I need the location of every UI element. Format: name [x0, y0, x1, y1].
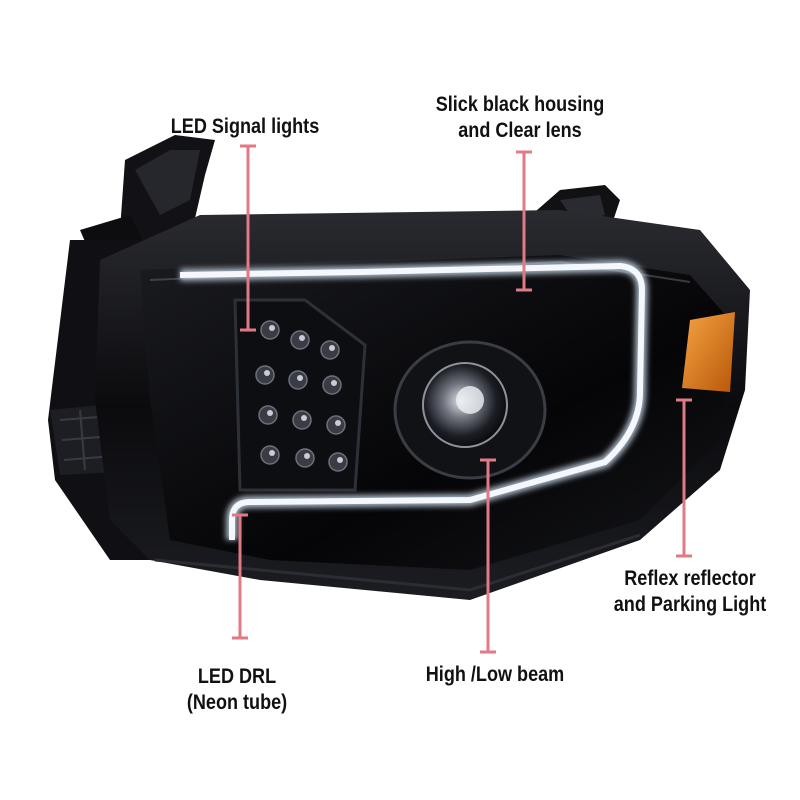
led-chip-highlight [299, 335, 305, 341]
callout-led-signal-lights: LED Signal lights [163, 114, 326, 140]
led-chip-highlight [297, 375, 303, 381]
callout-led-signal-lights-line1: LED Signal lights [170, 115, 320, 138]
led-chip-highlight [264, 370, 270, 376]
led-chip-highlight [301, 415, 307, 421]
led-chip-highlight [304, 453, 310, 459]
callout-reflex-reflector: Reflex reflector and Parking Light [604, 566, 776, 618]
led-chip-highlight [329, 345, 335, 351]
callout-leader-lines [232, 144, 692, 654]
callout-led-drl-line2: (Neon tube) [186, 691, 288, 714]
callout-high-low-beam-line1: High /Low beam [425, 663, 565, 686]
led-chip-highlight [267, 410, 273, 416]
callout-housing-lens: Slick black housing and Clear lens [425, 92, 614, 144]
led-dot-grid [255, 320, 348, 472]
callout-led-drl-line1: LED DRL [197, 665, 277, 688]
drl-neon-tube [179, 259, 649, 540]
callout-housing-lens-line1: Slick black housing [435, 93, 605, 116]
callout-housing-lens-line2: and Clear lens [458, 119, 582, 142]
led-chip-highlight [337, 457, 343, 463]
led-chip-highlight [331, 380, 337, 386]
projector-lens [393, 340, 547, 480]
led-chip-highlight [335, 420, 341, 426]
callout-reflex-reflector-line1: Reflex reflector [624, 567, 756, 590]
callout-reflex-reflector-line2: and Parking Light [613, 593, 767, 616]
led-chip-highlight [269, 450, 275, 456]
led-chip-highlight [269, 325, 275, 331]
callout-high-low-beam: High /Low beam [422, 662, 568, 688]
callout-led-drl: LED DRL (Neon tube) [173, 664, 302, 716]
amber-parking-light [682, 312, 735, 392]
